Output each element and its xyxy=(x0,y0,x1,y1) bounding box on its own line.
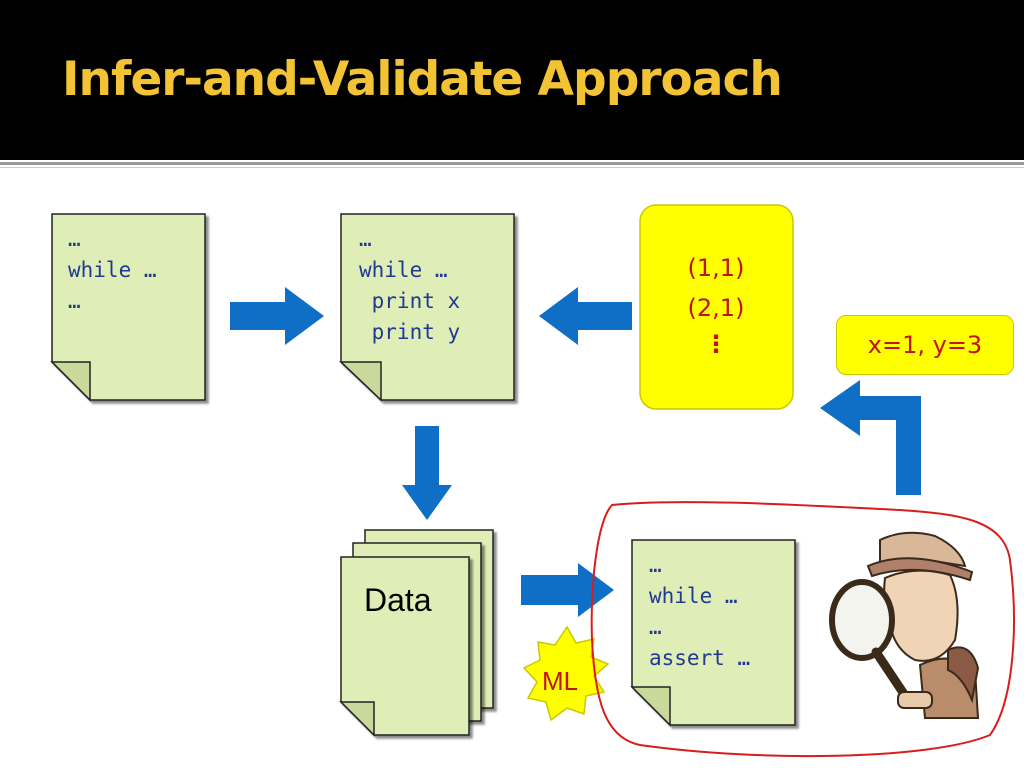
code-line: … xyxy=(359,227,372,251)
page-title: Infer-and-Validate Approach xyxy=(62,52,783,107)
document-original-program xyxy=(50,213,206,402)
code-line: while … xyxy=(649,584,738,608)
code-line: while … xyxy=(68,258,157,282)
arrow-elbow-icon xyxy=(820,380,921,495)
data-label: Data xyxy=(364,582,432,618)
code-line: print x xyxy=(359,289,461,313)
arrow-right-icon xyxy=(230,287,324,345)
document-data-stack xyxy=(339,529,494,737)
result-box: x=1, y=3 xyxy=(836,315,1014,375)
document-instrumented-program xyxy=(339,213,515,402)
code-line: assert … xyxy=(649,646,751,670)
highlight-outline xyxy=(590,501,1015,758)
trace-ellipsis: ⋮ xyxy=(704,330,728,358)
code-line: … xyxy=(649,615,662,639)
code-line: … xyxy=(649,553,662,577)
arrow-right-ml-icon xyxy=(521,563,614,617)
code-instrumented: … while … print x print y xyxy=(359,224,460,348)
divider-line-thin xyxy=(0,167,1024,168)
code-line: print y xyxy=(359,320,461,344)
document-asserted-program xyxy=(630,539,796,727)
code-line: … xyxy=(68,289,81,313)
trace-row: (1,1) xyxy=(687,254,745,282)
code-asserted: … while … … assert … xyxy=(649,550,750,674)
arrow-down-icon xyxy=(402,426,452,520)
trace-row: (2,1) xyxy=(687,294,745,322)
trace-box xyxy=(639,204,794,410)
starburst-icon xyxy=(522,625,610,722)
result-text: x=1, y=3 xyxy=(867,331,983,359)
title-bar: Infer-and-Validate Approach xyxy=(0,0,1024,160)
code-line: … xyxy=(68,227,81,251)
code-original: … while … … xyxy=(68,224,157,317)
arrow-left-icon xyxy=(539,287,632,345)
code-line: while … xyxy=(359,258,448,282)
detective-icon xyxy=(829,531,980,719)
ml-label: ML xyxy=(542,666,579,696)
divider-line xyxy=(0,162,1024,165)
